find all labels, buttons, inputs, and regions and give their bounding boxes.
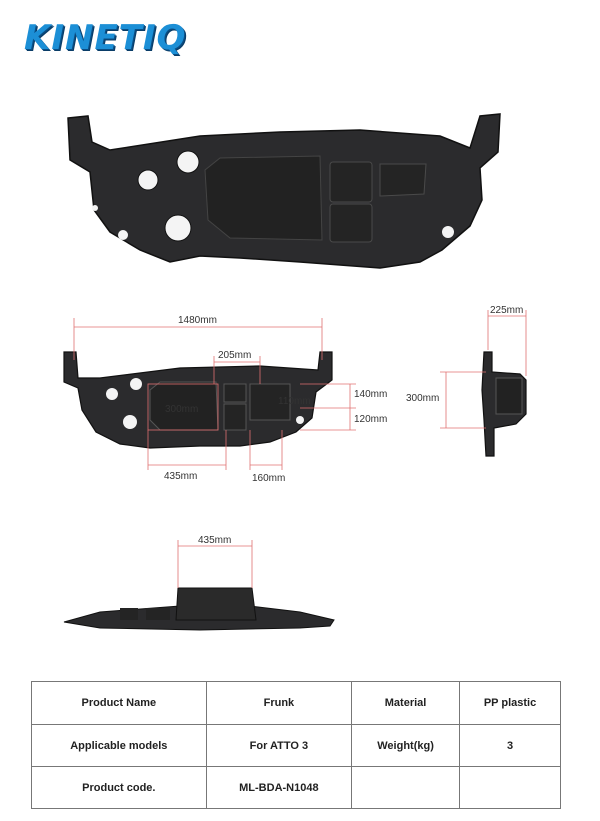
cell-label	[351, 766, 461, 809]
dim-110: 110mm	[278, 396, 311, 407]
cell-label: Product Name	[31, 681, 207, 725]
frunk-front-dimension-view: 1480mm 205mm 300mm 140mm 110mm 120mm 435…	[63, 315, 387, 484]
cell-value: For ATTO 3	[205, 724, 353, 767]
table-row: Product code. ML-BDA-N1048	[31, 766, 561, 809]
cell-value: Frunk	[205, 681, 353, 725]
cell-value: ML-BDA-N1048	[205, 766, 353, 809]
cell-label: Product code.	[31, 766, 207, 809]
frunk-bottom-view: 435mm	[63, 535, 335, 631]
dim-main-well: 300mm	[165, 404, 198, 415]
spec-table: Product Name Frunk Material PP plastic A…	[31, 681, 561, 809]
table-row: Applicable models For ATTO 3 Weight(kg) …	[31, 724, 561, 767]
dim-120: 120mm	[354, 414, 387, 425]
dim-bottom-435: 435mm	[198, 535, 231, 546]
dim-side-height: 300mm	[406, 393, 439, 404]
cell-label: Applicable models	[31, 724, 207, 767]
dim-140: 140mm	[354, 389, 387, 400]
frunk-side-view: 225mm 300mm	[406, 305, 527, 457]
brand-logo: KINETIQ	[24, 18, 187, 58]
product-figures: 1480mm 205mm 300mm 140mm 110mm 120mm 435…	[63, 113, 527, 631]
cell-label: Material	[351, 681, 461, 725]
dim-width-total: 1480mm	[178, 315, 217, 326]
dim-160: 160mm	[252, 473, 285, 484]
dim-side-depth: 225mm	[490, 305, 523, 316]
dim-435: 435mm	[164, 471, 197, 482]
dim-compartment-w: 205mm	[218, 350, 251, 361]
cell-value	[459, 766, 561, 809]
cell-label: Weight(kg)	[351, 724, 461, 767]
cell-value: PP plastic	[459, 681, 561, 725]
table-row: Product Name Frunk Material PP plastic	[31, 681, 561, 725]
cell-value: 3	[459, 724, 561, 767]
frunk-top-photo	[67, 113, 501, 269]
